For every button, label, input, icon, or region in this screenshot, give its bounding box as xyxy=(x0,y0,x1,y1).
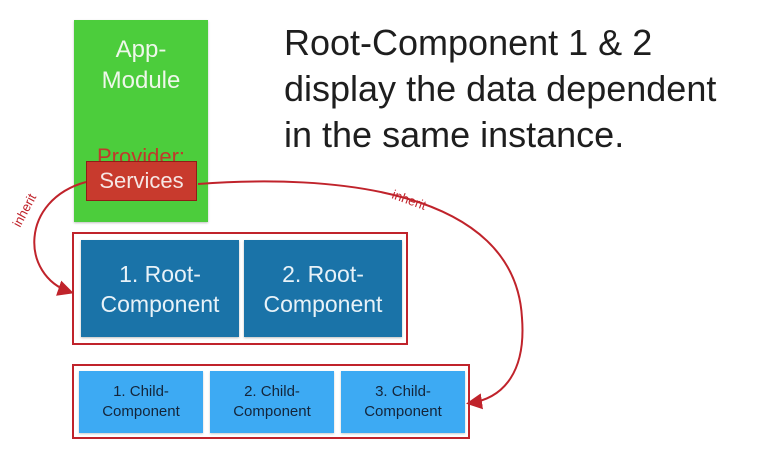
root-component-1: 1. Root- Component xyxy=(81,240,239,337)
app-module-title: App- Module xyxy=(101,36,181,94)
child-component-3: 3. Child- Component xyxy=(341,371,465,433)
app-module-box: App- Module Provider: Services xyxy=(74,20,208,222)
root-component-2: 2. Root- Component xyxy=(244,240,402,337)
headline-text: Root-Component 1 & 2 display the data de… xyxy=(284,22,717,155)
inherit-label-right: inherit xyxy=(390,187,429,213)
child-component-1: 1. Child- Component xyxy=(79,371,203,433)
services-box: Services xyxy=(86,161,197,201)
child-component-2: 2. Child- Component xyxy=(210,371,334,433)
inherit-label-left: inherit xyxy=(9,191,39,230)
inherit-arrow-right xyxy=(197,180,524,410)
inherit-arrow-left xyxy=(33,181,87,296)
